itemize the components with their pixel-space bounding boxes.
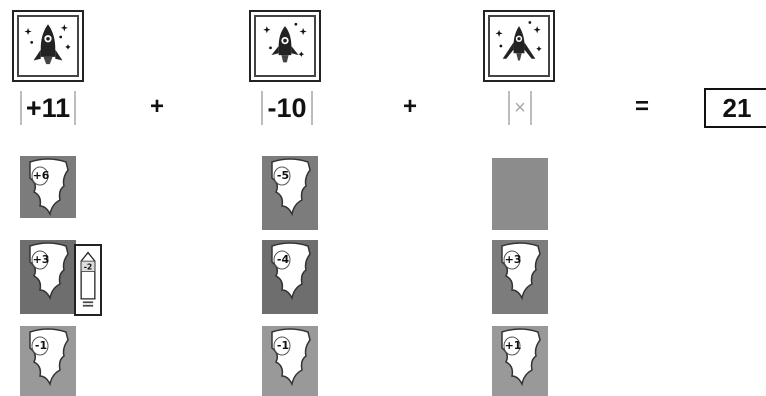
total-score-value: 21 [723, 93, 752, 124]
player-2-emblem [249, 10, 321, 82]
player-2-card-2[interactable]: -4 [262, 240, 318, 314]
flame-icon [502, 329, 540, 384]
player-3-emblem [483, 10, 555, 82]
card-value: +1 [505, 339, 522, 352]
player-2-card-3[interactable]: -1 [262, 326, 318, 396]
operator-plus-2: + [395, 93, 425, 121]
score-divider [530, 91, 532, 125]
flame-icon [30, 329, 68, 384]
operator-plus-1: + [142, 93, 172, 121]
rocket-icon [490, 17, 548, 75]
rocket-icon [256, 17, 314, 75]
player-1-score-value: +11 [26, 93, 70, 124]
rocket-icon [81, 253, 95, 299]
player-2-score-value: -10 [267, 93, 306, 124]
card-value: +3 [505, 253, 522, 266]
flame-icon [30, 243, 68, 298]
player-2-score: -10 [245, 88, 329, 128]
card-value: +3 [33, 253, 50, 266]
player-1-card-3[interactable]: -1 [20, 326, 76, 396]
card-value: -4 [277, 253, 290, 266]
flame-icon [30, 159, 68, 214]
flame-icon [272, 159, 310, 214]
flame-icon [272, 243, 310, 298]
score-divider [508, 91, 510, 125]
score-divider [261, 91, 263, 125]
player-1-card-1[interactable]: +6 [20, 156, 76, 218]
player-1-card-2[interactable]: +3 [20, 240, 76, 314]
player-3-card-3[interactable]: +1 [492, 326, 548, 396]
player-3-empty-slot[interactable] [492, 158, 548, 230]
player-3-card-2[interactable]: +3 [492, 240, 548, 314]
player-3-score: × [478, 88, 562, 128]
card-value: -5 [277, 169, 289, 182]
attachment-value: -2 [84, 263, 93, 272]
card-value: -1 [277, 339, 289, 352]
flame-icon [502, 243, 540, 298]
score-divider [74, 91, 76, 125]
score-divider [20, 91, 22, 125]
flame-icon [272, 329, 310, 384]
player-1-emblem [12, 10, 84, 82]
operator-equals: = [627, 93, 657, 121]
player-2-card-1[interactable]: -5 [262, 156, 318, 230]
card-value: +6 [33, 169, 50, 182]
player-1-attachment-card[interactable]: -2 [74, 244, 102, 316]
total-score: 21 [704, 88, 766, 128]
player-3-score-value: × [514, 97, 526, 120]
player-1-score: +11 [6, 88, 90, 128]
score-divider [311, 91, 313, 125]
card-value: -1 [35, 339, 47, 352]
rocket-icon [19, 17, 77, 75]
